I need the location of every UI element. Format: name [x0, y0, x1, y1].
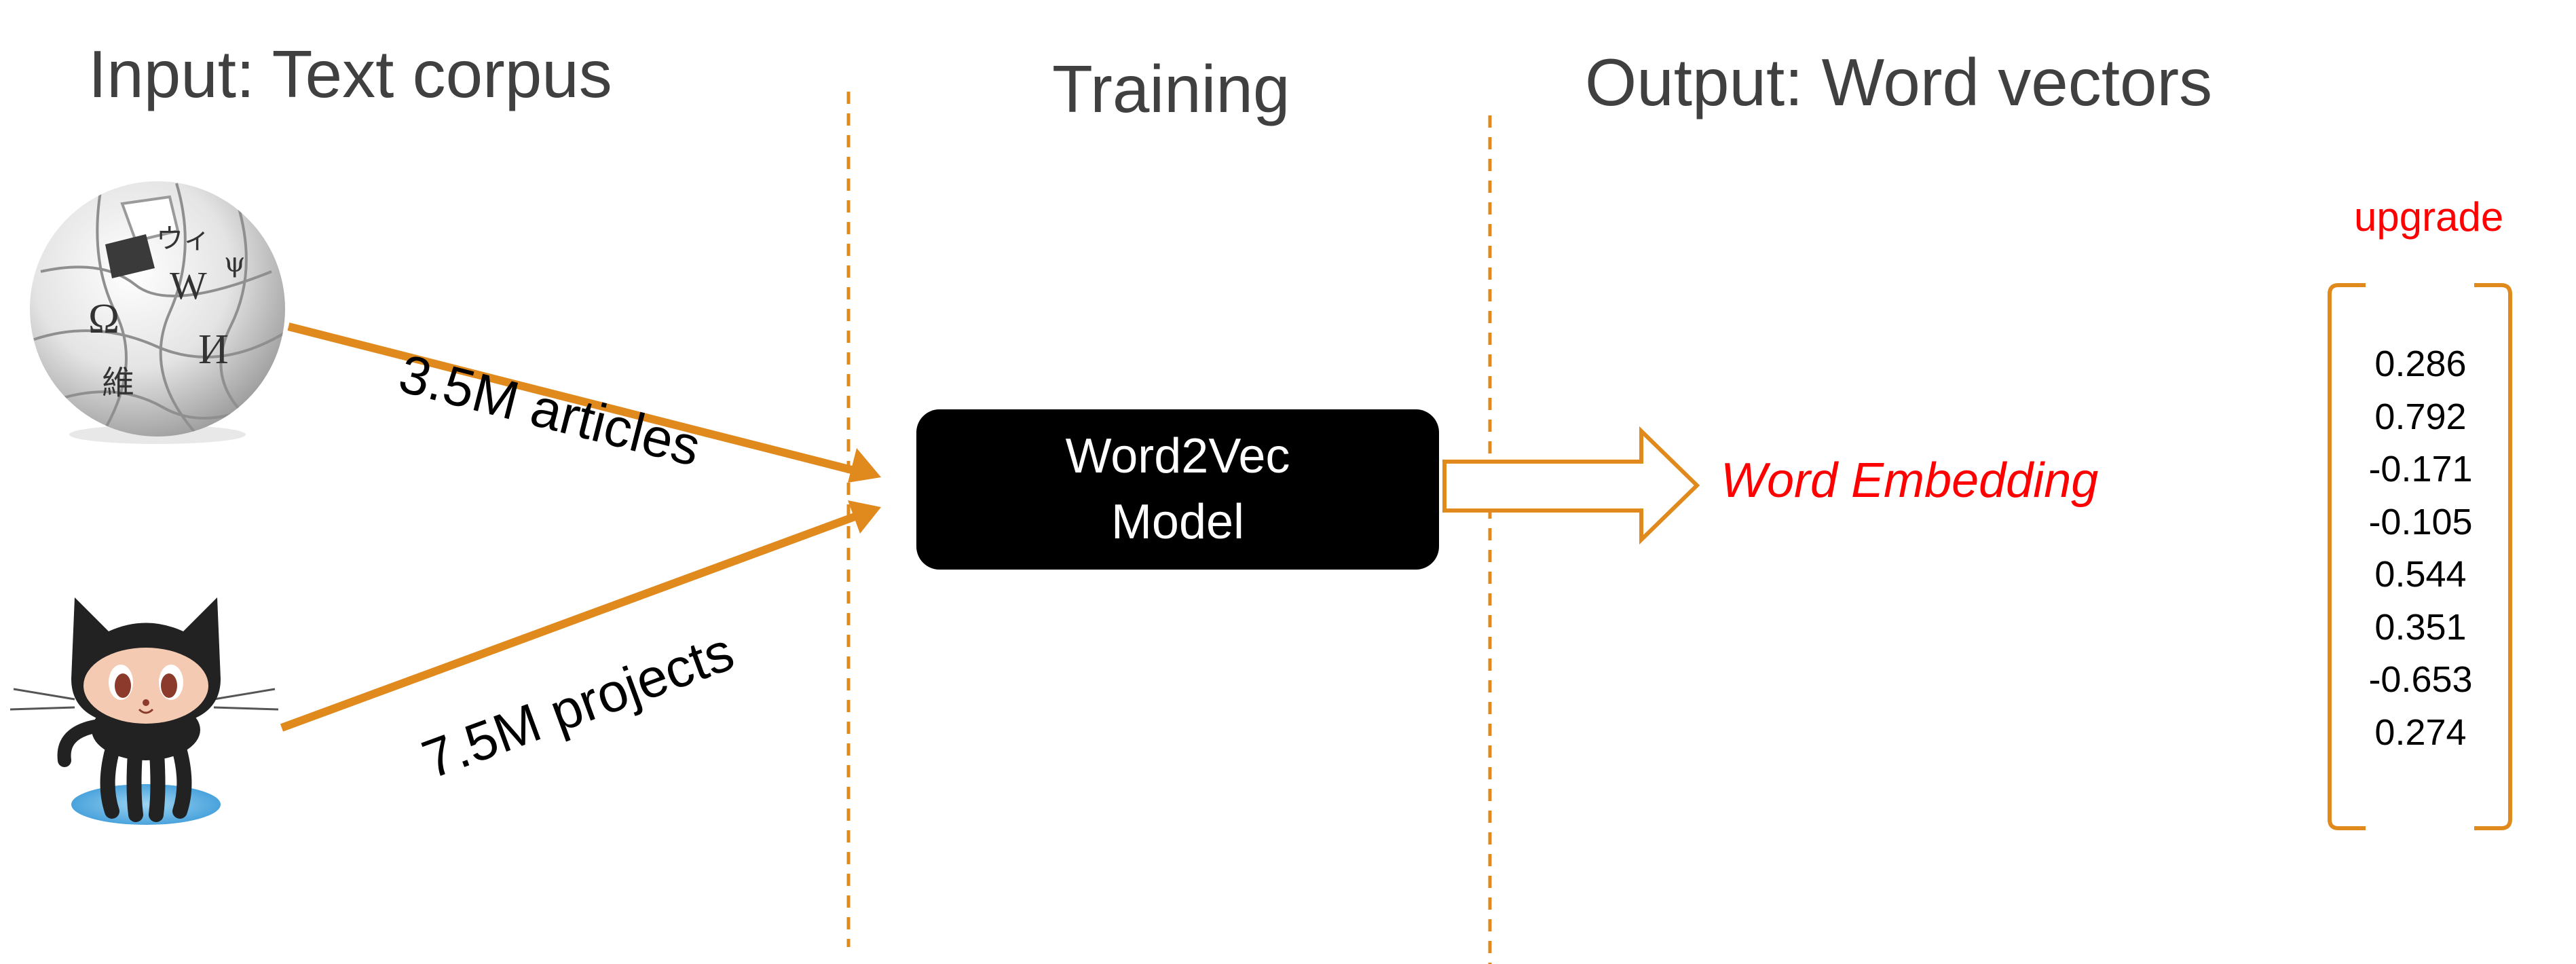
vector-value: -0.653 [2368, 659, 2473, 700]
vector-value: 0.274 [2374, 711, 2467, 753]
wiki-glyph-wi: ウィ [156, 223, 210, 255]
word-embedding-label: Word Embedding [1721, 453, 2099, 508]
heading-output: Output: Word vectors [1585, 45, 2213, 119]
vector-word-label: upgrade [2354, 194, 2504, 240]
model-label-line1: Word2Vec [1065, 428, 1290, 483]
model-label-line2: Model [1110, 495, 1245, 549]
wiki-glyph-w: W [170, 263, 207, 308]
word2vec-model-box: Word2Vec Model [916, 409, 1439, 570]
heading-input: Input: Text corpus [88, 37, 612, 111]
vector-value: -0.105 [2368, 501, 2473, 542]
vector-values-column: 0.286 0.792 -0.171 -0.105 0.544 0.351 -0… [2328, 338, 2513, 759]
arrow-articles-head [848, 448, 881, 483]
vector-bracket-right [2474, 283, 2512, 830]
arrow-projects-line [280, 512, 859, 732]
vector-value: 0.544 [2374, 554, 2467, 595]
wiki-glyph-psi: ψ [224, 247, 245, 278]
wiki-glyph-omega: Ω [88, 296, 119, 342]
github-octocat-logo [10, 597, 279, 825]
block-arrow-output [1442, 426, 1700, 545]
wikipedia-globe-logo: Ω W И 維 ウィ ψ [30, 181, 285, 444]
vector-value: 0.792 [2374, 396, 2467, 437]
heading-training: Training [1052, 52, 1290, 126]
vector-value: 0.351 [2374, 606, 2467, 648]
arrow-articles-line [287, 322, 858, 475]
vector-value: 0.286 [2374, 344, 2467, 384]
vector-value: -0.171 [2368, 449, 2473, 489]
wiki-glyph-wei: 維 [102, 364, 134, 402]
vector-bracket-left [2328, 283, 2366, 830]
arrow-projects-head [848, 500, 881, 534]
wiki-glyph-i: И [198, 327, 229, 373]
